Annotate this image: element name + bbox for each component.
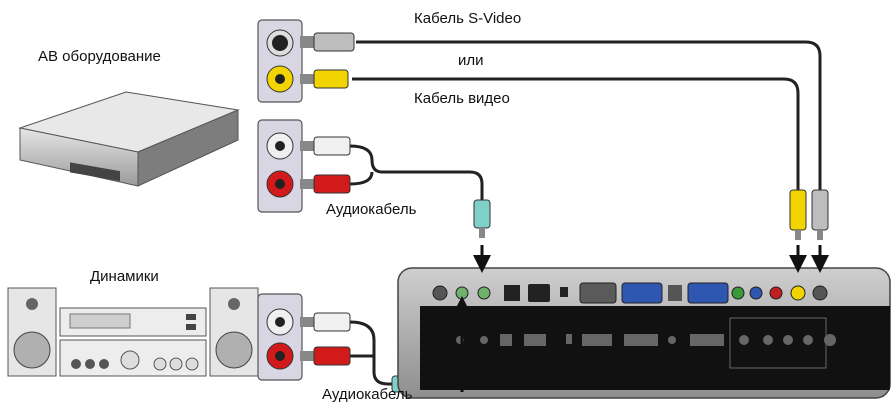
or-label: или xyxy=(458,52,484,69)
speakers-label: Динамики xyxy=(90,268,159,285)
video-cable xyxy=(352,77,800,190)
audio-jack-icon xyxy=(266,308,294,336)
audio-jack-icon xyxy=(266,170,294,198)
svideo-cable-label: Кабель S-Video xyxy=(414,10,522,27)
audio-jack-icon xyxy=(266,132,294,160)
svideo-plug-right xyxy=(811,189,829,240)
audio-plugs-top xyxy=(300,136,491,238)
speakers-system xyxy=(7,287,259,377)
video-plug-left xyxy=(300,69,349,89)
video-plug-right xyxy=(789,189,807,240)
audio-cable-bottom xyxy=(349,320,452,386)
av-equipment-device xyxy=(18,91,240,187)
svideo-cable xyxy=(356,40,822,190)
audio-cable-top xyxy=(349,144,484,200)
svideo-jack-icon xyxy=(266,29,294,57)
audio-cable-top-label: Аудиокабель xyxy=(326,201,417,218)
audio-cable-bottom-label: Аудиокабель xyxy=(322,386,413,403)
projector-panel xyxy=(397,267,891,399)
svideo-plug-left xyxy=(300,32,355,52)
video-jack-icon xyxy=(266,65,294,93)
audio-jack-icon xyxy=(266,342,294,370)
av-audio-panel xyxy=(257,119,303,213)
video-cable-label: Кабель видео xyxy=(414,90,510,107)
speaker-audio-panel xyxy=(257,293,303,381)
av-equipment-label: АВ оборудование xyxy=(38,48,161,65)
av-video-panel xyxy=(257,19,303,103)
